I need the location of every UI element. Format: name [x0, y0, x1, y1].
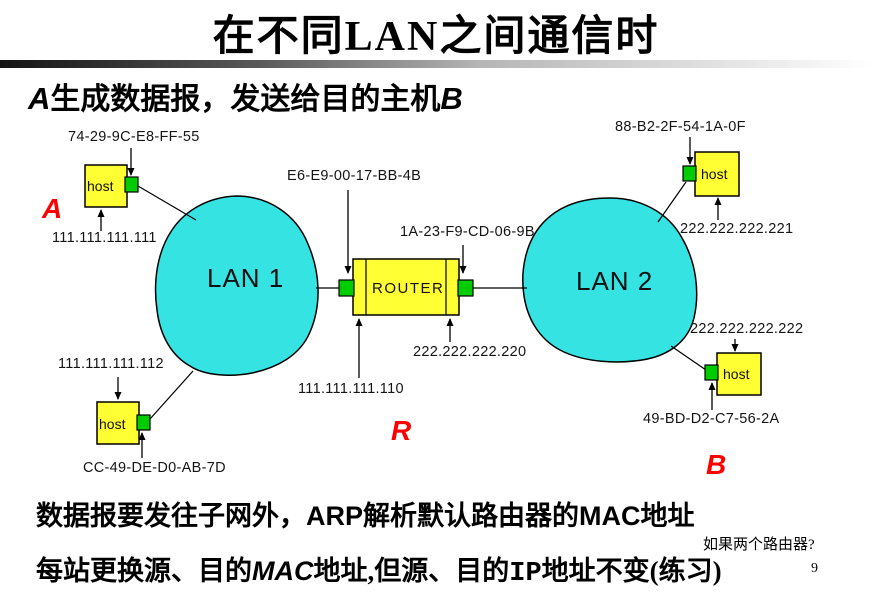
host-a2-box [96, 401, 140, 445]
host-b1-box [694, 151, 740, 197]
mac-label-host-a: 74-29-9C-E8-FF-55 [68, 129, 200, 145]
node-letter-b: B [706, 449, 727, 480]
host-b1-label: host [701, 166, 728, 182]
note2-em-mac: MAC [252, 556, 314, 586]
mac-label-router-right: 1A-23-F9-CD-06-9B [400, 224, 535, 240]
link-hosta2-lan1 [149, 370, 194, 420]
ip-label-host-b1: 222.222.222.221 [680, 221, 794, 237]
host-b-nic [704, 364, 719, 381]
note2-text-3: 地址不变(练习) [541, 556, 722, 586]
note-line-2: 每站更换源、目的MAC地址,但源、目的IP地址不变(练习) [36, 549, 722, 589]
subtitle-text: 生成数据报，发送给目的主机 [50, 83, 441, 116]
link-hostb-lan2 [670, 345, 707, 371]
router-nic-right [457, 279, 474, 297]
ip-label-host-a: 111.111.111.111 [52, 230, 157, 246]
ip-label-router-left: 111.111.111.110 [298, 381, 404, 397]
node-letter-r: R [391, 415, 412, 446]
link-hostb1-lan2 [657, 181, 687, 223]
note1-text-3: 地址 [640, 501, 695, 531]
lan2-label: LAN 2 [576, 266, 654, 296]
lan1-cloud [154, 195, 319, 376]
note1-em-mac: MAC [579, 501, 641, 531]
mac-label-host-b: 49-BD-D2-C7-56-2A [643, 411, 780, 427]
mac-label-host-a2: CC-49-DE-D0-AB-7D [83, 460, 226, 476]
subtitle: A生成数据报，发送给目的主机B [28, 74, 463, 118]
page-number: 9 [811, 561, 818, 576]
lan1-label: LAN 1 [207, 263, 285, 293]
ip-label-host-b: 222.222.222.222 [690, 321, 804, 337]
host-a2-nic [136, 414, 151, 431]
note1-text-2: 解析默认路由器的 [363, 501, 580, 531]
host-a-nic [124, 176, 139, 193]
router-label: ROUTER [372, 280, 445, 297]
subtitle-host-a: A [28, 81, 51, 116]
host-a-box [84, 164, 128, 208]
node-letter-a: A [42, 193, 63, 224]
page-title: 在不同LAN之间通信时 [212, 14, 660, 60]
ip-label-host-a2: 111.111.111.112 [58, 356, 164, 372]
ip-label-router-right: 222.222.222.220 [413, 344, 527, 360]
link-hosta-lan1 [137, 185, 197, 221]
note-line-1: 数据报要发往子网外，ARP解析默认路由器的MAC地址 [36, 494, 695, 533]
note2-text-2: 地址,但源、目的 [313, 556, 510, 586]
lan2-cloud [522, 197, 698, 363]
host-a-label: host [87, 178, 114, 194]
title-divider [0, 60, 872, 68]
note1-text-1: 数据报要发往子网外， [36, 501, 306, 531]
note2-text-1: 每站更换源、目的 [36, 556, 252, 586]
hint-two-routers: 如果两个路由器? [703, 537, 815, 553]
subtitle-host-b: B [440, 81, 463, 116]
host-b1-nic [682, 165, 697, 182]
note2-em-ip: IP [509, 559, 542, 589]
mac-label-router-left: E6-E9-00-17-BB-4B [287, 168, 422, 184]
host-b-label: host [723, 366, 750, 382]
host-b-box [716, 352, 762, 396]
mac-label-host-b1: 88-B2-2F-54-1A-0F [615, 119, 746, 135]
host-a2-label: host [99, 416, 126, 432]
router-nic-left [338, 279, 355, 297]
note1-em-arp: ARP [306, 501, 364, 531]
